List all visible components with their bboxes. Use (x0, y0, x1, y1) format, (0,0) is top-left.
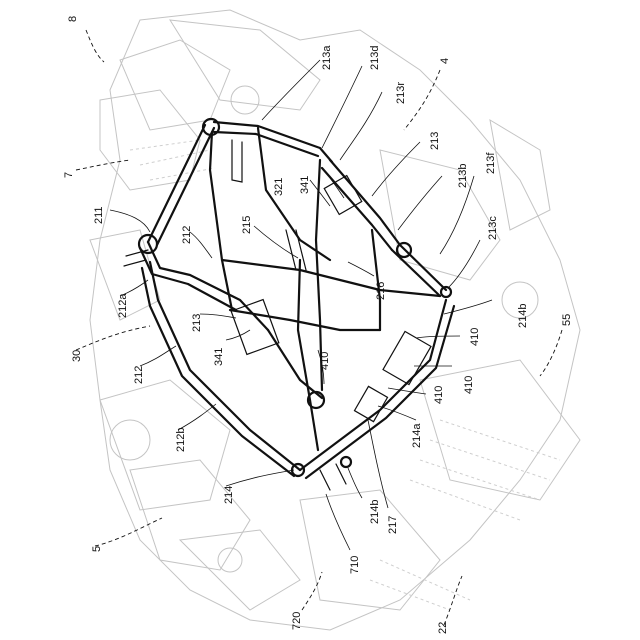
label-8: 8 (67, 16, 79, 22)
leader-212-left (140, 346, 176, 366)
leader-4 (404, 70, 440, 130)
label-55: 55 (561, 314, 573, 326)
label-321: 321 (273, 178, 285, 196)
leader-22 (444, 576, 462, 625)
label-410-b: 410 (469, 328, 481, 346)
label-22: 22 (437, 622, 449, 634)
label-30: 30 (71, 350, 83, 362)
background-machinery (90, 10, 580, 630)
label-341-left: 341 (213, 348, 225, 366)
frame-30 (124, 119, 454, 490)
label-341-top: 341 (299, 176, 311, 194)
label-4: 4 (439, 58, 451, 64)
label-213d: 213d (369, 46, 381, 70)
leader-213-left (200, 314, 236, 318)
leader-5 (95, 518, 162, 546)
label-710: 710 (349, 556, 361, 574)
label-213-left: 213 (191, 314, 203, 332)
leader-410-d (388, 388, 426, 394)
leader-211 (110, 210, 150, 232)
leader-216 (348, 262, 374, 276)
leader-214b-top (444, 300, 492, 314)
leader-55 (540, 330, 562, 376)
label-720: 720 (291, 612, 303, 630)
label-216: 216 (375, 282, 387, 300)
leader-217 (368, 420, 388, 508)
label-410-c: 410 (463, 376, 475, 394)
leader-lines (76, 30, 562, 625)
leader-7 (76, 160, 130, 170)
label-410-a: 410 (319, 352, 331, 370)
leader-720 (302, 572, 322, 610)
leader-213-right (372, 142, 420, 196)
label-217: 217 (387, 516, 399, 534)
leader-30 (76, 326, 150, 350)
label-5: 5 (91, 546, 103, 552)
label-211: 211 (93, 206, 105, 224)
label-214a: 214a (411, 423, 423, 448)
label-212-left: 212 (133, 366, 145, 384)
label-213a: 213a (321, 45, 333, 70)
label-214b-bottom: 214b (369, 500, 381, 524)
label-213r: 213r (395, 82, 407, 104)
label-410-d: 410 (433, 386, 445, 404)
label-213f: 213f (485, 152, 497, 174)
label-214: 214 (223, 486, 235, 504)
leader-213b (398, 176, 442, 230)
leader-212b (178, 404, 216, 430)
label-7: 7 (63, 172, 75, 178)
leader-8 (86, 30, 104, 62)
leader-214 (226, 470, 294, 486)
leader-213c (448, 240, 480, 288)
label-215: 215 (241, 216, 253, 234)
label-213c: 213c (487, 216, 499, 240)
label-213-right: 213 (429, 132, 441, 150)
leader-213a (262, 60, 320, 120)
leader-213d (322, 66, 362, 148)
label-212-top: 212 (181, 226, 193, 244)
leader-710 (326, 494, 350, 550)
label-212a: 212a (117, 293, 129, 318)
leader-213r (340, 92, 382, 160)
leader-212-top (190, 232, 212, 258)
label-212b: 212b (175, 428, 187, 452)
label-214b-top: 214b (517, 304, 529, 328)
label-213b: 213b (457, 164, 469, 188)
leader-410-b (416, 336, 460, 338)
